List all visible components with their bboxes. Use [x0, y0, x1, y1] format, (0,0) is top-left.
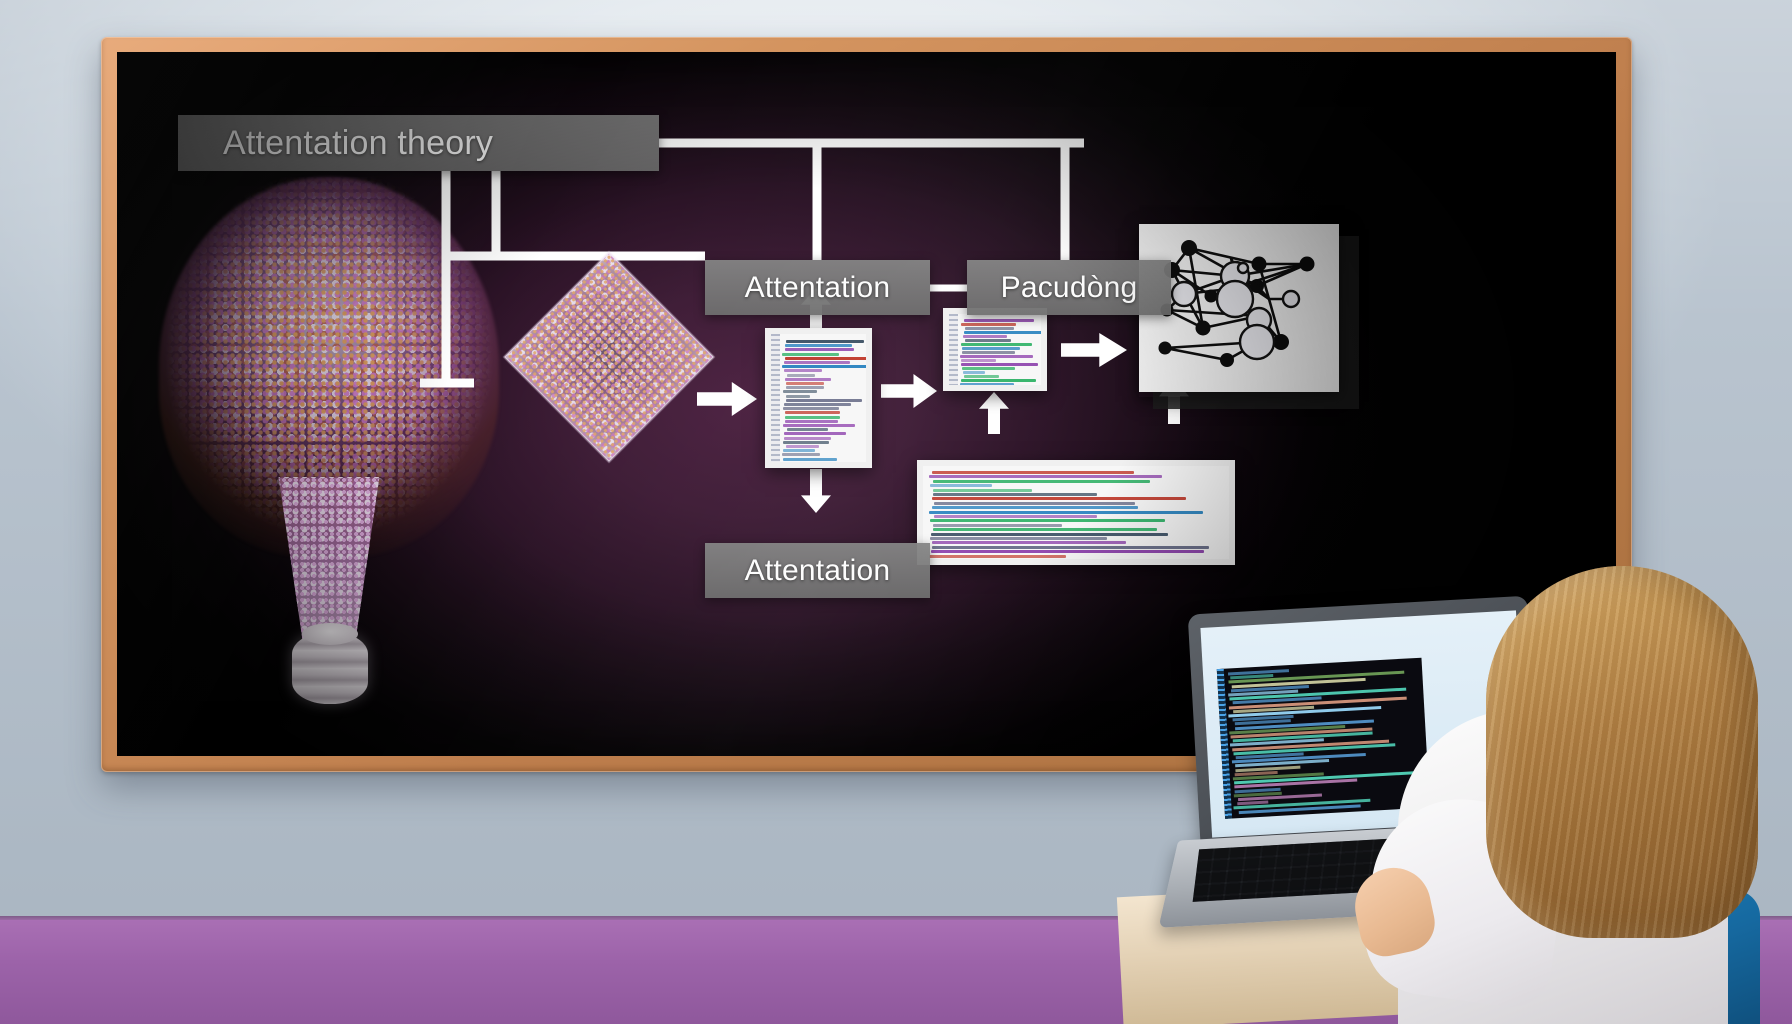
chip-label: Attentation — [744, 270, 891, 304]
chip-label: Attentation — [744, 553, 891, 587]
code-editor-window[interactable] — [1216, 657, 1430, 819]
code-snippet-card[interactable] — [943, 308, 1047, 391]
chip-attentation-bottom[interactable]: Attentation — [705, 543, 930, 598]
person-hair — [1486, 566, 1758, 938]
code-gutter — [949, 314, 958, 385]
chip-pacudong[interactable]: Pacudòng — [967, 260, 1171, 315]
wide-code-snippet-card[interactable] — [917, 460, 1235, 565]
code-card-body — [949, 314, 1041, 385]
person-at-laptop — [1116, 566, 1792, 1024]
editor-code-lines — [1217, 658, 1422, 814]
chip-attentation-theory[interactable]: Attentation theory — [178, 115, 659, 171]
code-card-body — [923, 466, 1229, 559]
chip-label: Pacudòng — [1000, 270, 1138, 304]
code-card-body — [771, 334, 866, 462]
hair-strands — [1486, 566, 1758, 938]
code-snippet-card[interactable] — [765, 328, 872, 468]
code-gutter — [771, 334, 780, 462]
chip-attentation-top[interactable]: Attentation — [705, 260, 930, 315]
chip-label: Attentation theory — [223, 123, 494, 162]
floor-edge — [0, 916, 1792, 923]
